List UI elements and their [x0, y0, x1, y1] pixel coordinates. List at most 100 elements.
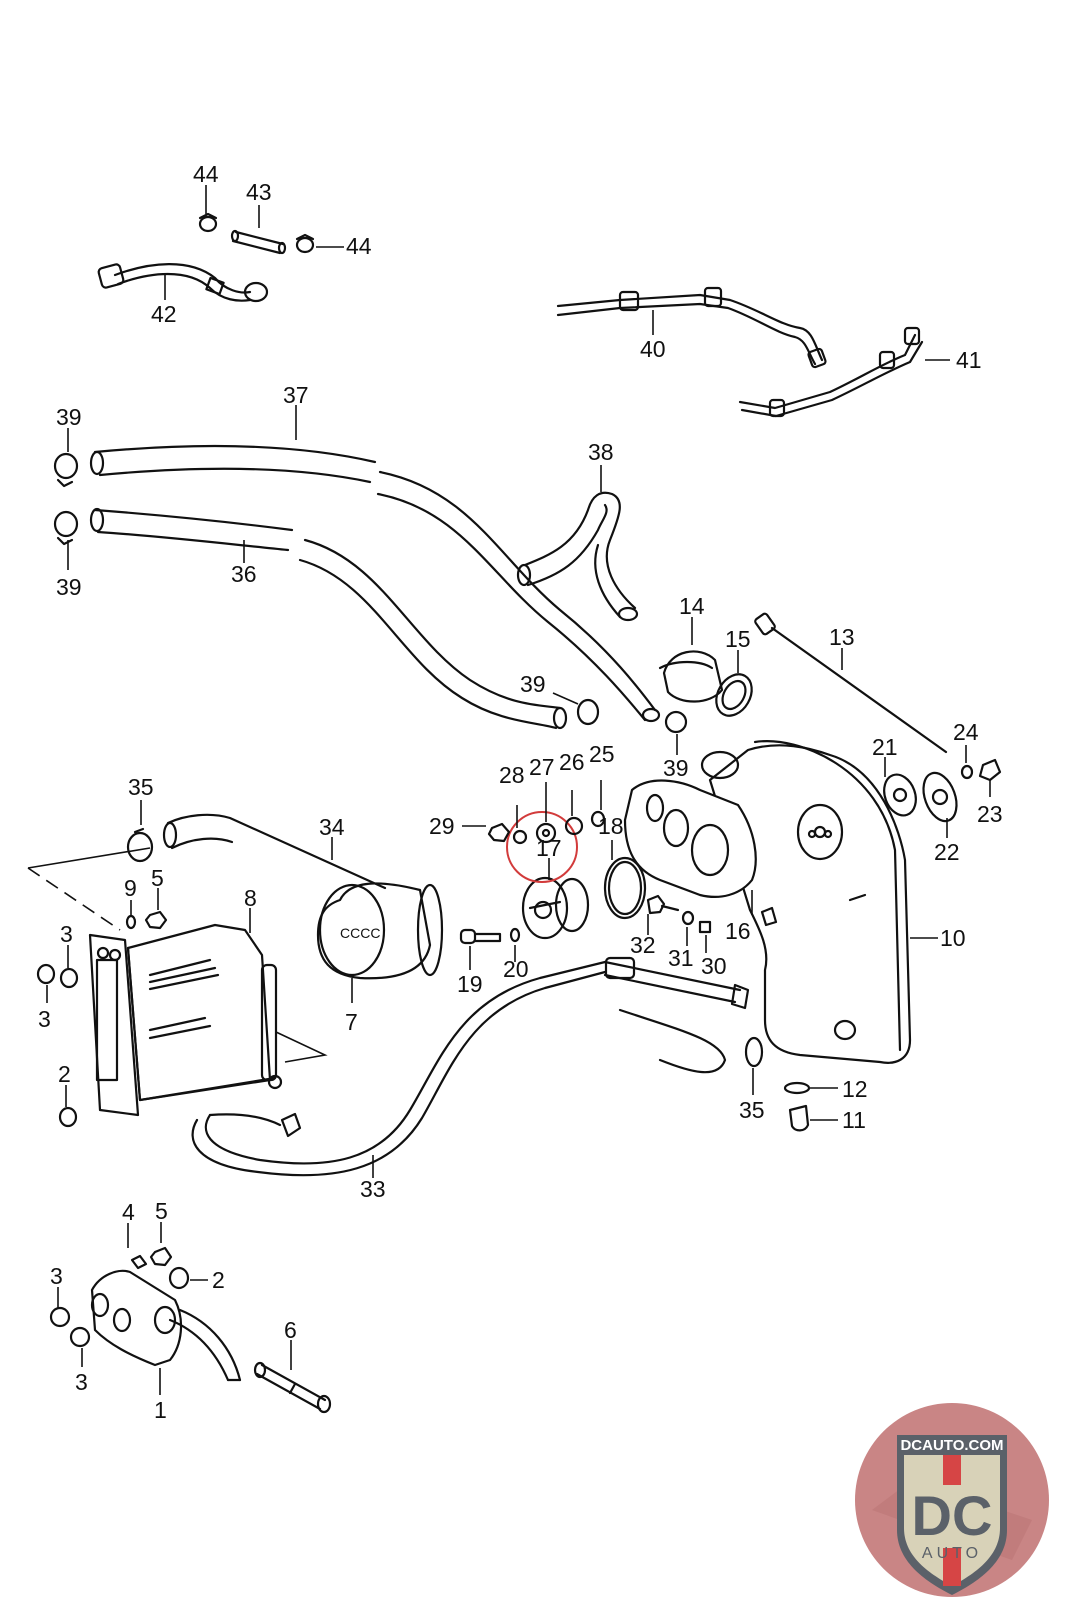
washer-28 — [512, 829, 528, 845]
oil-line-41 — [738, 326, 924, 418]
bushing-3-d — [69, 1326, 91, 1348]
callout-15: 15 — [725, 626, 751, 652]
nut-5-b — [149, 1246, 173, 1267]
callout-27: 27 — [529, 754, 555, 780]
bushing-26 — [564, 816, 584, 836]
clamp-39-d — [664, 710, 688, 734]
drain-plug-11 — [788, 1104, 810, 1132]
bushing-3-c — [49, 1306, 71, 1328]
callout-29: 29 — [429, 813, 455, 839]
oil-pump-1 — [90, 1269, 242, 1382]
clamp-39-a — [53, 452, 79, 488]
gasket-22 — [922, 771, 958, 823]
filter-marking: CCCC — [340, 925, 380, 941]
hose-37 — [89, 444, 661, 723]
bushing-3-b — [59, 967, 79, 989]
o-ring-18 — [603, 856, 647, 920]
logo-main-text: DC — [912, 1484, 993, 1547]
callout-39: 39 — [663, 755, 689, 781]
callout-44: 44 — [193, 161, 219, 187]
callout-30: 30 — [701, 953, 727, 979]
callout-39: 39 — [56, 404, 82, 430]
callout-5: 5 — [155, 1198, 168, 1224]
callout-3: 3 — [38, 1006, 51, 1032]
callout-23: 23 — [977, 801, 1003, 827]
callout-16: 16 — [725, 918, 751, 944]
callout-6: 6 — [284, 1317, 297, 1343]
washer-9 — [125, 914, 137, 930]
logo-top-text: DCAUTO.COM — [900, 1437, 1003, 1454]
highlight-circle — [506, 811, 578, 883]
clip-30 — [698, 920, 712, 934]
nut-5-a — [144, 910, 168, 930]
callout-1: 1 — [154, 1397, 167, 1423]
callout-40: 40 — [640, 336, 666, 362]
bushing-27 — [535, 822, 557, 844]
clip-16b — [760, 906, 778, 927]
callout-19: 19 — [457, 971, 483, 997]
clamp-39-c — [576, 698, 600, 726]
callout-20: 20 — [503, 956, 529, 982]
oil-line-42 — [97, 263, 269, 303]
callout-labels: 44 43 44 42 40 41 37 39 39 36 38 14 15 1… — [38, 161, 1003, 1423]
bolt-19 — [459, 928, 502, 945]
callout-4: 4 — [122, 1199, 135, 1225]
callout-39: 39 — [56, 574, 82, 600]
key-4 — [130, 1254, 148, 1270]
pin-6 — [253, 1361, 332, 1414]
callout-33: 33 — [360, 1176, 386, 1202]
seal-15 — [715, 673, 753, 717]
callout-38: 38 — [588, 439, 614, 465]
hose-36 — [89, 507, 568, 730]
logo-sub-text: AUTO — [922, 1545, 982, 1562]
callout-5: 5 — [151, 865, 164, 891]
washer-12 — [783, 1081, 811, 1095]
callout-17: 17 — [536, 835, 562, 861]
callout-7: 7 — [345, 1009, 358, 1035]
callout-44: 44 — [346, 233, 372, 259]
callout-13: 13 — [829, 624, 855, 650]
callout-2: 2 — [212, 1267, 225, 1293]
washer-24 — [960, 764, 974, 780]
callout-3: 3 — [75, 1369, 88, 1395]
logo-shield — [904, 1455, 1000, 1586]
callout-12: 12 — [842, 1076, 868, 1102]
callout-32: 32 — [630, 932, 656, 958]
callout-31: 31 — [668, 945, 694, 971]
callout-37: 37 — [283, 382, 309, 408]
logo-stripe-top — [943, 1455, 961, 1485]
dcauto-logo: DCAUTO.COM DC AUTO — [855, 1403, 1049, 1597]
oil-cooler-8 — [88, 923, 283, 1117]
callout-39: 39 — [520, 671, 546, 697]
callout-26: 26 — [559, 749, 585, 775]
callout-28: 28 — [499, 762, 525, 788]
bushing-2-a — [58, 1106, 78, 1128]
callout-10: 10 — [940, 925, 966, 951]
dipstick-13 — [754, 612, 948, 754]
filler-cap-14 — [658, 650, 724, 703]
callout-42: 42 — [151, 301, 177, 327]
callout-41: 41 — [956, 347, 982, 373]
callout-35: 35 — [128, 774, 154, 800]
bushing-3-a — [36, 963, 56, 985]
fitting-32 — [646, 894, 680, 915]
oil-line-40 — [556, 286, 827, 369]
thermostat-17 — [521, 876, 590, 940]
callout-21: 21 — [872, 734, 898, 760]
callout-8: 8 — [244, 885, 257, 911]
bushing-2-b — [168, 1266, 190, 1290]
nut-29 — [487, 822, 511, 843]
hose-43 — [230, 229, 287, 255]
oil-filter-7: CCCC — [316, 882, 444, 980]
logo-stripe-bottom — [943, 1548, 961, 1586]
clamp-35-b — [744, 1036, 764, 1068]
clamp-44-left — [198, 212, 218, 233]
oil-line-33 — [191, 956, 750, 1177]
bushing-25 — [590, 810, 606, 828]
hose-34 — [162, 813, 387, 890]
callout-25: 25 — [589, 741, 615, 767]
washer-31 — [681, 910, 695, 926]
callout-3: 3 — [50, 1263, 63, 1289]
washer-21 — [883, 773, 917, 817]
